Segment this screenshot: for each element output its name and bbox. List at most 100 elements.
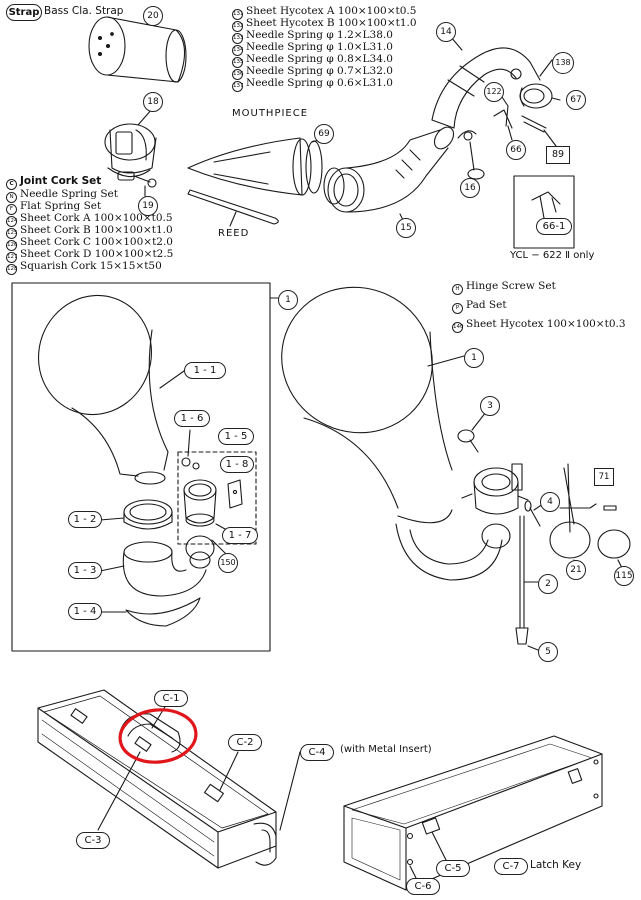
leader-89 [543,129,557,147]
callout-71: 71 [594,468,614,486]
leader-66 [507,125,513,141]
leader-1-1 [159,370,185,389]
mouthpiece-drawing [187,137,323,196]
pad-part-115 [597,529,631,559]
callout-115: 115 [614,566,634,586]
callout-c6: C-6 [406,878,440,895]
callout-c5: C-5 [436,860,470,877]
leader-1-right [427,355,465,367]
body-section-box [11,282,271,652]
bow-part-1-3 [122,535,215,597]
reed-drawing [187,189,279,225]
callout-89: 89 [546,146,570,164]
ring-part-1-2 [123,499,173,530]
callout-c4: C-4 [300,744,334,761]
leader-1-3 [99,565,125,572]
leader-c4 [279,751,301,831]
leader-c3 [97,751,141,831]
leader-1-6 [187,429,191,457]
callout-21: 21 [566,560,586,580]
leader-3 [471,411,487,431]
callout-1-4: 1 - 4 [68,603,102,620]
callout-1-3: 1 - 3 [68,562,102,579]
callout-c7: C-7 [494,858,528,875]
leader-67 [551,97,561,101]
callout-16: 16 [460,178,480,198]
guard-part-1-4 [125,597,201,627]
key-part-66-1 [531,191,561,219]
ycl-note: YCL − 622 Ⅱ only [510,250,595,261]
ligature-part-18 [104,123,157,188]
callout-1-right: 1 [464,348,484,368]
joint-part-1-5 [183,479,217,527]
ycl-box [513,175,575,249]
strap-label: Bass Cla. Strap [44,5,124,17]
callout-1-8: 1 - 8 [220,456,254,473]
callout-138: 138 [552,52,574,74]
leader-5 [527,645,539,651]
callout-1-2: 1 - 2 [68,511,102,528]
callout-150: 150 [218,553,238,573]
callout-4: 4 [540,492,560,512]
callout-2: 2 [538,574,558,594]
joint-subassembly-box [177,451,257,545]
screw-part-16 [457,130,485,180]
neck-joint-part-15 [323,126,455,213]
callout-1-left: 1 [278,290,298,310]
callout-19: 19 [138,196,158,216]
screw-part-4 [524,500,541,527]
leader-150 [211,539,227,555]
leader-138 [539,59,553,77]
leader-c2 [219,751,239,791]
screw-part-1-6 [181,457,200,470]
c7-note: Latch Key [530,859,582,871]
leader-reed [229,211,237,227]
case-right [343,735,603,891]
callout-1-5: 1 - 5 [218,428,254,445]
key-part-71 [559,463,617,533]
screw-part-3 [457,429,479,453]
callout-3: 3 [480,396,500,416]
callout-122: 122 [484,82,504,102]
callout-1-7: 1 - 7 [222,527,258,544]
case-left [37,689,277,869]
callout-c3: C-3 [76,832,110,849]
callout-1-1: 1 - 1 [184,362,226,379]
callout-15-neck: 15 [396,218,416,238]
leader-1-2 [99,517,125,521]
highlight-circle [118,708,198,764]
bell-part-1-1 [37,294,169,485]
bracket-part-1-8 [227,479,243,509]
callout-c2: C-2 [228,734,262,751]
strap-tag: Strap [6,4,42,21]
callout-18: 18 [143,92,163,112]
callout-14: 14 [436,22,456,42]
callout-20: 20 [143,6,163,26]
c4-note: (with Metal Insert) [340,744,432,755]
callout-66-1: 66-1 [536,218,572,235]
callout-69: 69 [314,124,334,144]
callout-5: 5 [538,642,558,662]
cap-part-20 [88,16,187,83]
callout-1-6: 1 - 6 [174,410,210,427]
callout-66: 66 [506,140,526,160]
callout-67: 67 [566,90,586,110]
